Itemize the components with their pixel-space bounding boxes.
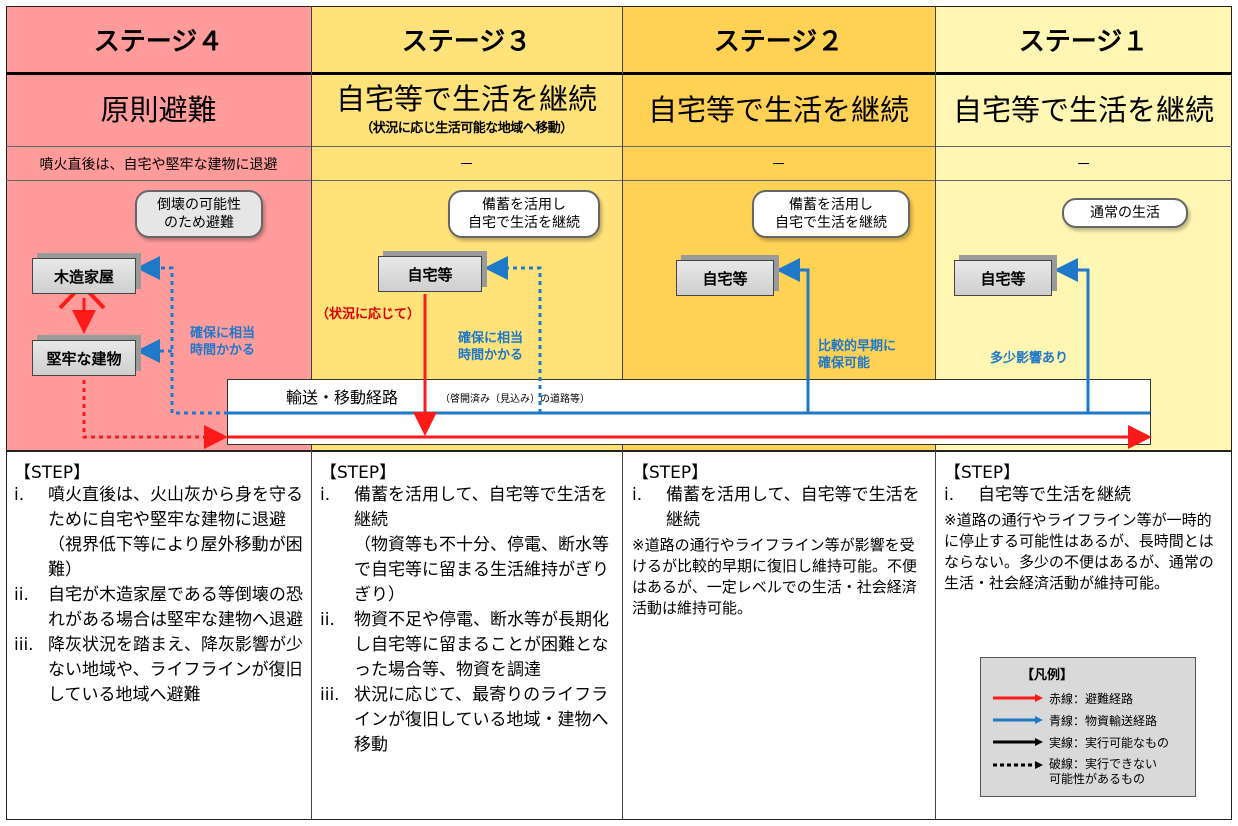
stage2-header: ステージ２ <box>713 26 844 57</box>
s3-blue-dotted <box>484 256 542 413</box>
stage4-header: ステージ４ <box>93 26 224 57</box>
step-item: iii.降灰状況を踏まえ、降灰影響が少ない地域や、ライフラインが復旧している地域… <box>14 635 303 705</box>
stage4-note: 噴火直後は、自宅や堅牢な建物に退避 <box>39 156 278 173</box>
mode-divider <box>6 146 1232 147</box>
route-label: 輸送・移動経路 <box>286 388 399 407</box>
s2-blue-solid <box>776 258 810 413</box>
step-item: i.備蓄を活用して、自宅等で生活を継続 <box>632 485 920 530</box>
s2-house-box: 自宅等 <box>676 260 774 296</box>
stage1-mode: 自宅等で生活を継続 <box>952 93 1214 128</box>
stage3-mode-cell: 自宅等で生活を継続 （状況に応じ生活可能な地域へ移動） <box>311 75 622 146</box>
route-sub-label: （啓開済み（見込み）の道路等） <box>440 394 590 405</box>
stage4-step-title: 【STEP】 <box>14 463 91 483</box>
stage1-step-title: 【STEP】 <box>944 463 1021 483</box>
dotted-arrow-icon <box>993 761 1043 769</box>
s2-blue-label: 比較的早期に 確保可能 <box>818 339 897 371</box>
stage1-steps: 【STEP】 i.自宅等で生活を継続 ※道路の通行やライフライン等が一時的に停止… <box>944 458 1226 594</box>
stage3-step-title: 【STEP】 <box>320 463 397 483</box>
step-item: ii.物資不足や停電、断水等が長期化し自宅等に留まることが困難となった場合等、物… <box>320 610 609 680</box>
blue-arrow-icon <box>993 716 1043 724</box>
legend: 【凡例】 赤線：避難経路 青線：物資輸送経路 実線：実行可能なもの 破線：実行で… <box>980 657 1196 797</box>
step-item: iii.状況に応じて、最寄りのライフラインが復旧している地域・建物へ移動 <box>320 685 609 755</box>
legend-title: 【凡例】 <box>1021 668 1074 683</box>
stage1-header: ステージ１ <box>1018 26 1149 57</box>
step-item: （物資等も不十分、停電、断水等で自宅等に留まる生活維持がぎりぎり） <box>354 535 609 605</box>
step-item: i.噴火直後は、火山灰から身を守るために自宅や堅牢な建物に退避（視界低下等により… <box>14 485 303 580</box>
stage3-steps: 【STEP】 i.備蓄を活用して、自宅等で生活を継続 （物資等も不十分、停電、断… <box>320 458 616 758</box>
s1-blue-solid <box>1054 258 1090 413</box>
stage1-note: － <box>1075 155 1091 173</box>
header-divider <box>6 72 1232 75</box>
s4-blue-dotted <box>136 256 228 415</box>
s4-bubble: 倒壊の可能性 のため避難 <box>135 190 263 238</box>
s3-bubble: 備蓄を活用し 自宅で生活を継続 <box>448 190 600 238</box>
s1-bubble: 通常の生活 <box>1062 198 1188 228</box>
stage4-steps: 【STEP】 i.噴火直後は、火山灰から身を守るために自宅や堅牢な建物に退避（視… <box>14 458 304 708</box>
step-item: i.備蓄を活用して、自宅等で生活を継続 <box>320 485 608 530</box>
stage1-note-text: ※道路の通行やライフライン等が一時的に停止する可能性はあるが、長時間とはならない… <box>944 511 1214 592</box>
step-divider <box>6 450 1232 452</box>
s3-red-label: （状況に応じて） <box>316 307 421 322</box>
legend-item-red: 赤線：避難経路 <box>991 687 1185 709</box>
legend-item-blue: 青線：物資輸送経路 <box>991 709 1185 731</box>
red-arrow-icon <box>993 694 1043 702</box>
stage3-mode: 自宅等で生活を継続 <box>335 82 597 116</box>
step-item: ii.自宅が木造家屋である等倒壊の恐れがある場合は堅牢な建物へ退避 <box>14 585 303 630</box>
legend-item-dotted: 破線：実行できない 可能性があるもの <box>991 753 1185 791</box>
step-item: i.自宅等で生活を継続 <box>944 485 1131 505</box>
stage3-header: ステージ３ <box>401 26 532 57</box>
legend-item-solid: 実線：実行可能なもの <box>991 731 1185 753</box>
stage3-note: － <box>458 155 474 173</box>
note-divider <box>6 180 1232 181</box>
s1-house-box: 自宅等 <box>954 260 1052 296</box>
grid-lines <box>6 6 1232 820</box>
s2-bubble: 備蓄を活用し 自宅で生活を継続 <box>752 190 910 238</box>
stage2-step-title: 【STEP】 <box>632 463 709 483</box>
s4-red-dotted <box>82 372 228 449</box>
s4-building-box: 堅牢な建物 <box>32 340 136 376</box>
stage2-note-text: ※道路の通行やライフライン等が影響を受けるが比較的早期に復旧し維持可能。不便はあ… <box>632 536 918 617</box>
s4-blue-label: 確保に相当 時間かかる <box>190 326 256 358</box>
solid-arrow-icon <box>993 738 1043 746</box>
stage2-mode: 自宅等で生活を継続 <box>647 93 909 128</box>
s4-house-box: 木造家屋 <box>32 258 136 294</box>
s3-house-box: 自宅等 <box>378 256 482 292</box>
s1-blue-label: 多少影響あり <box>990 351 1069 366</box>
stage3-mode-sub: （状況に応じ生活可能な地域へ移動） <box>360 121 573 137</box>
stage2-steps: 【STEP】 i.備蓄を活用して、自宅等で生活を継続 ※道路の通行やライフライン… <box>632 458 928 619</box>
stage1-column-bg <box>935 6 1232 450</box>
stage4-mode: 原則避難 <box>100 93 217 128</box>
s3-blue-label: 確保に相当 時間かかる <box>458 331 524 363</box>
stage2-note: － <box>770 155 786 173</box>
